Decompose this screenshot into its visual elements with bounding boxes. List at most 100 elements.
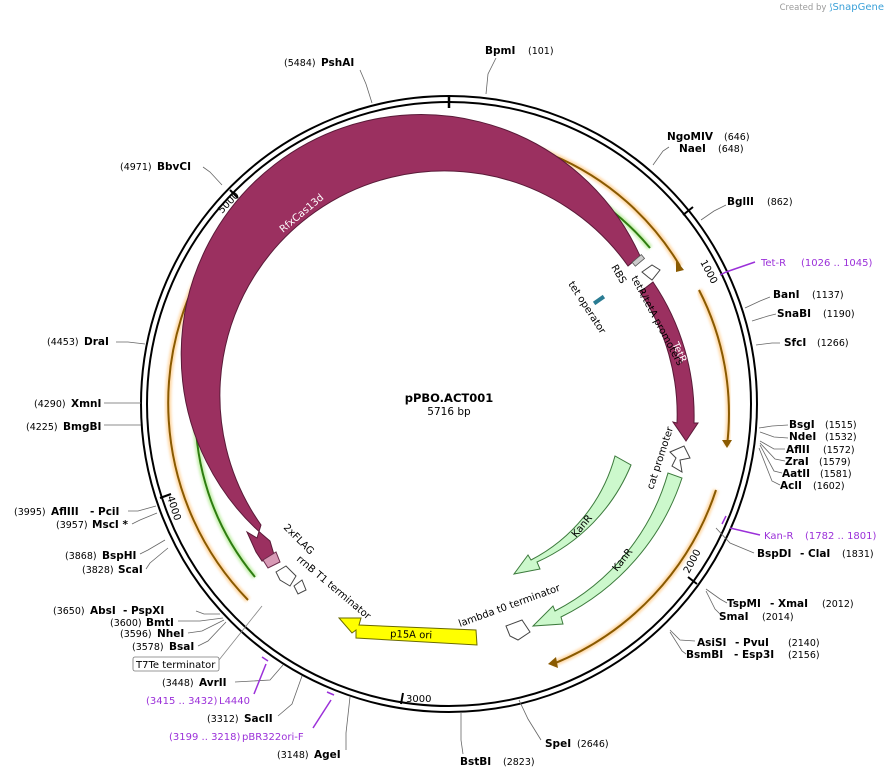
site-bspdi-name: BspDI (757, 548, 791, 560)
t7te-terminator-box (132, 656, 220, 672)
site-smai-pos: (2014) (762, 612, 794, 623)
site-drai-name: DraI (84, 336, 109, 348)
site-tspmi-name: TspMI (727, 598, 761, 610)
site-aflii-pos: (1572) (823, 445, 855, 456)
site-agei-pos: (3148) (277, 750, 309, 761)
site-labels: BpmI (101) (5484) PshAI NgoMIV (646) Nae… (14, 45, 874, 768)
orf-arc-lower-right (552, 489, 717, 665)
feature-label-rrnb: rrnB T1 terminator (294, 554, 373, 623)
ruler-label-3000: 3000 (406, 694, 431, 705)
primer-markers (253, 261, 761, 729)
site-zrai-name: ZraI (785, 456, 809, 468)
feature-tetr-tetA-promoters (641, 264, 661, 281)
site-sacii-pos: (3312) (207, 714, 239, 725)
site-bglii-pos: (862) (767, 197, 793, 208)
site-bsai-pos: (3578) (132, 642, 164, 653)
credit-prefix: Created by (779, 3, 827, 13)
site-bsmbi-pos: (2156) (788, 650, 820, 661)
site-sacii-name: SacII (244, 713, 273, 725)
site-naei-name: NaeI (679, 143, 706, 155)
site-bbvci-name: BbvCI (157, 161, 191, 173)
plasmid-name: pPBO.ACT001 (405, 391, 494, 405)
site-afliii-pos: (3995) (14, 507, 46, 518)
site-afliii-extra: - PciI (90, 506, 119, 518)
site-bsmbi-name: BsmBI (686, 649, 723, 661)
orf-arc-right (698, 289, 730, 447)
site-bstbi-name: BstBI (460, 756, 491, 768)
site-snabi-pos: (1190) (823, 309, 855, 320)
primer-l4440-range: (3415 .. 3432) (146, 696, 218, 707)
site-bmgbi-name: BmgBI (63, 421, 101, 433)
feature-rbs (631, 254, 646, 267)
site-ndei-pos: (1532) (825, 432, 857, 443)
t7te-leader (218, 605, 263, 661)
site-avrii-pos: (3448) (162, 678, 194, 689)
primer-l4440-name: L4440 (219, 696, 250, 707)
primer-tetr-range: (1026 .. 1045) (801, 258, 873, 269)
site-bsgi-name: BsgI (789, 419, 815, 431)
feature-label-tet-operator: tet operator (565, 280, 607, 337)
site-tspmi-extra: - XmaI (770, 598, 808, 610)
site-spei-name: SpeI (545, 738, 571, 750)
site-asisi-pos: (2140) (788, 638, 820, 649)
site-absi-name: AbsI (90, 605, 116, 617)
site-nhei-pos: (3596) (120, 629, 152, 640)
site-aatii-pos: (1581) (820, 469, 852, 480)
primer-labels: Tet-R (1026 .. 1045) Kan-R (1782 .. 1801… (146, 258, 877, 743)
feature-p15a-ori (337, 617, 478, 646)
site-bsphi-name: BspHI (102, 550, 136, 562)
site-absi-extra: - PspXI (123, 605, 164, 617)
site-spei-pos: (2646) (577, 739, 609, 750)
orf-arrowhead-right (722, 440, 732, 448)
site-sfci-pos: (1266) (817, 338, 849, 349)
primer-tetr-name: Tet-R (760, 258, 786, 269)
site-xmni-name: XmnI (71, 398, 101, 410)
feature-label-p15a-ori: p15A ori (390, 629, 432, 641)
feature-rrnb-t1-terminator (275, 565, 297, 587)
site-absi-pos: (3650) (53, 606, 85, 617)
site-bstbi-pos: (2823) (503, 757, 535, 768)
site-acli-pos: (1602) (813, 481, 845, 492)
credit-brand: SnapGene (832, 2, 884, 13)
feature-label-t7te: T7Te terminator (135, 660, 216, 671)
site-tspmi-pos: (2012) (822, 599, 854, 610)
site-avrii-name: AvrII (199, 677, 227, 689)
site-pshai-pos: (5484) (284, 58, 316, 69)
primer-pbr322-name: pBR322ori-F (242, 732, 304, 743)
site-nhei-name: NheI (157, 628, 184, 640)
site-scai-pos: (3828) (82, 565, 114, 576)
site-bsphi-pos: (3868) (65, 551, 97, 562)
feature-kanr-inner (512, 455, 632, 575)
site-bpmi-name: BpmI (485, 45, 515, 57)
feature-tet-operator (592, 294, 606, 306)
feature-label-rbs: RBS (608, 263, 628, 286)
site-smai-name: SmaI (719, 611, 749, 623)
primer-pbr322-range: (3199 .. 3218) (169, 732, 241, 743)
site-aatii-name: AatII (782, 468, 810, 480)
site-bsgi-pos: (1515) (825, 420, 857, 431)
feature-small-terminator (293, 579, 307, 595)
feature-rfxcas13d (180, 114, 641, 562)
ruler-label-4000: 4000 (164, 495, 182, 523)
site-bmgbi-pos: (4225) (26, 422, 58, 433)
site-leaders (104, 57, 789, 755)
site-naei-pos: (648) (718, 144, 744, 155)
site-pshai-name: PshAI (321, 57, 354, 69)
site-msci-pos: (3957) (56, 520, 88, 531)
primer-kanr-range: (1782 .. 1801) (805, 531, 877, 542)
site-asisi-extra: - PvuI (735, 637, 769, 649)
site-zrai-pos: (1579) (819, 457, 851, 468)
orf-arrowhead-top (676, 260, 684, 272)
snapgene-credit: Created by ⟆SnapGene (780, 2, 884, 13)
feature-kanr-outer (531, 472, 683, 627)
site-acli-name: AclI (780, 480, 802, 492)
site-ndei-name: NdeI (789, 431, 816, 443)
site-bspdi-extra: - ClaI (800, 548, 830, 560)
site-drai-pos: (4453) (47, 337, 79, 348)
feature-cat-promoter (669, 445, 691, 473)
feature-label-2xflag: 2xFLAG (281, 522, 316, 557)
feature-lambda-t0-terminator (505, 619, 531, 641)
site-scai-name: ScaI (118, 564, 143, 576)
site-bsmbi-extra: - Esp3I (734, 649, 774, 661)
